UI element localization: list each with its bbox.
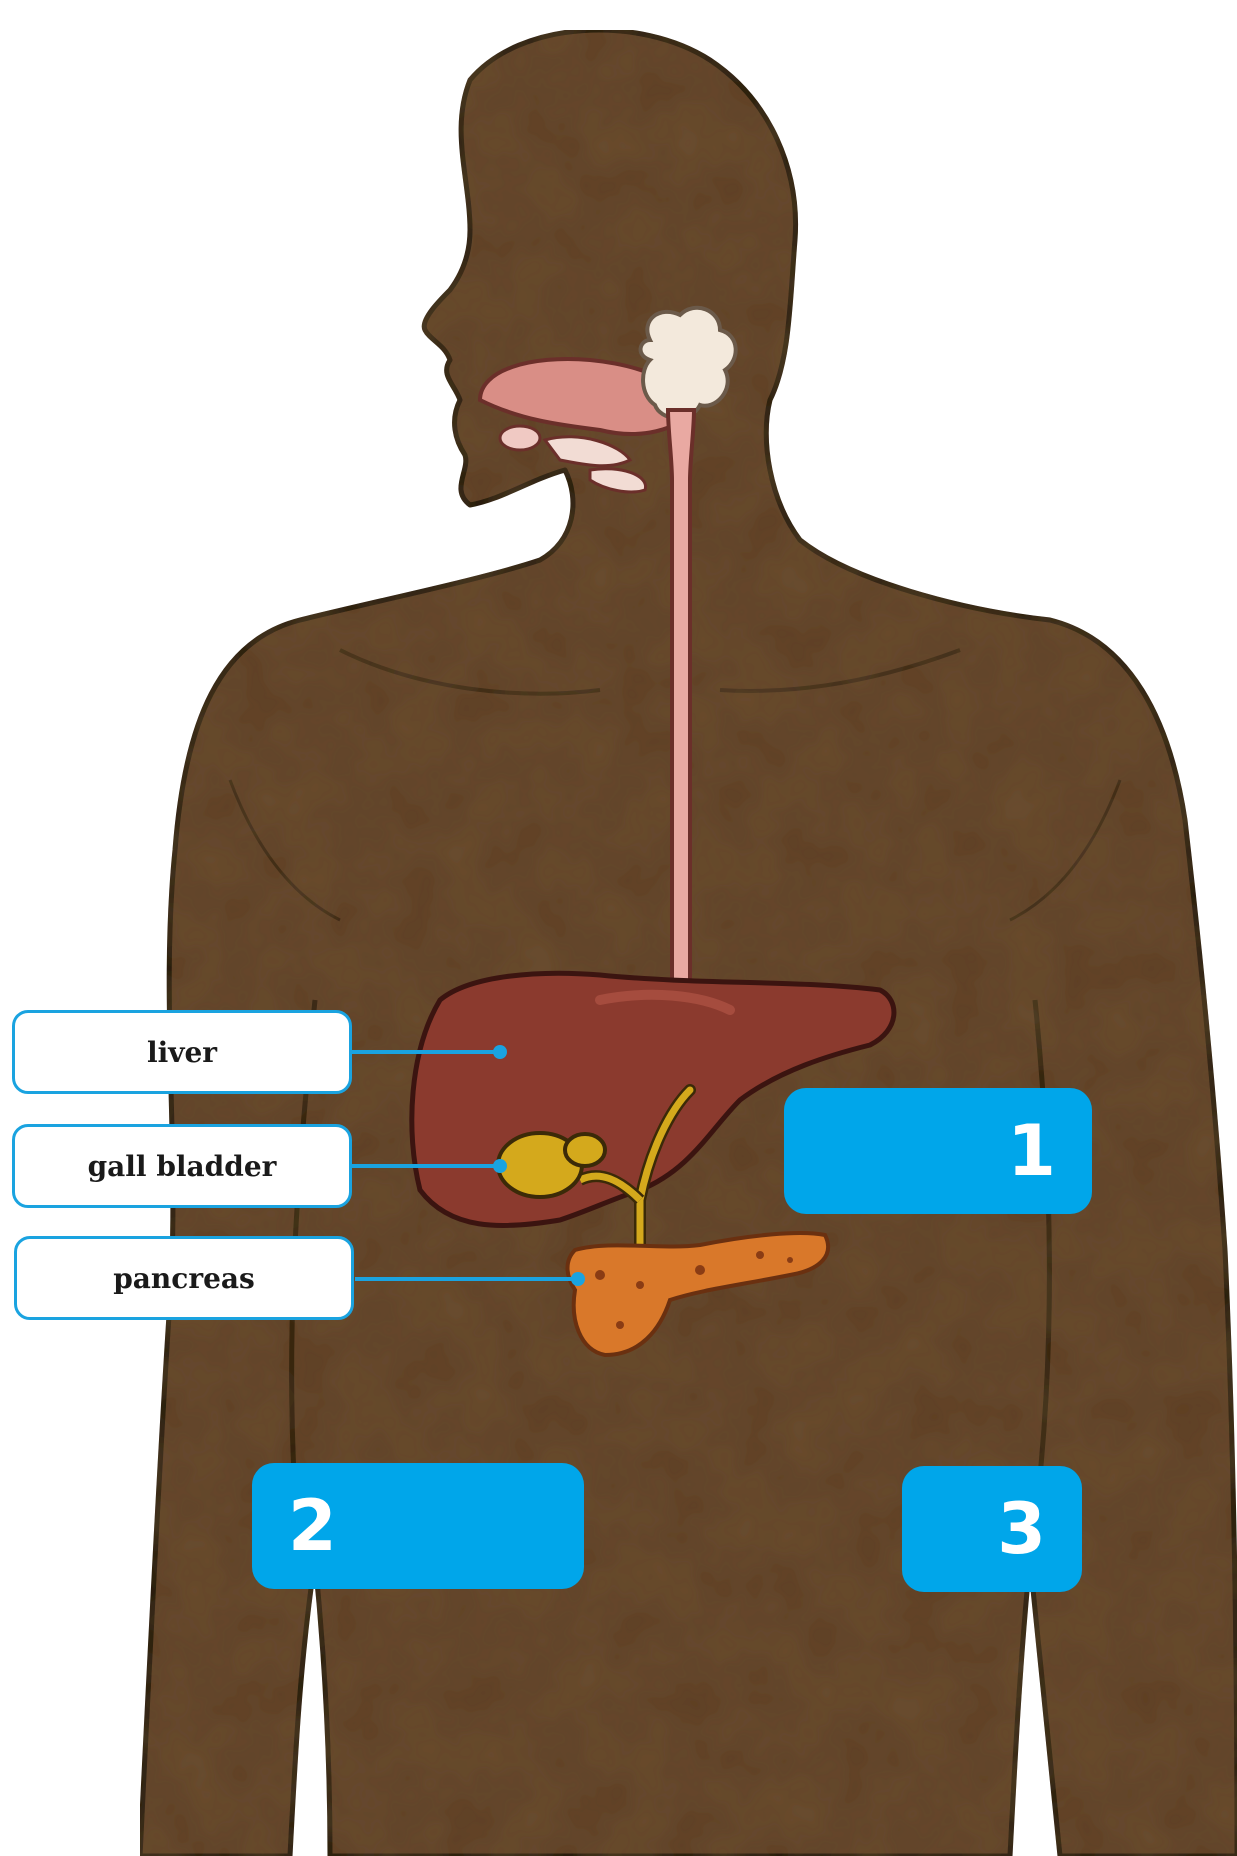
gall-bladder-leader-dot — [493, 1159, 507, 1173]
blank-label-3[interactable]: 3 — [902, 1466, 1082, 1592]
esophagus — [668, 410, 694, 985]
liver-label: liver — [12, 1010, 352, 1094]
pancreas-leader-dot — [571, 1272, 585, 1286]
liver-leader-dot — [493, 1045, 507, 1059]
gall-bladder-label: gall bladder — [12, 1124, 352, 1208]
blank-label-1[interactable]: 1 — [784, 1088, 1092, 1214]
pancreas-label: pancreas — [14, 1236, 354, 1320]
blank-label-2[interactable]: 2 — [252, 1463, 584, 1589]
